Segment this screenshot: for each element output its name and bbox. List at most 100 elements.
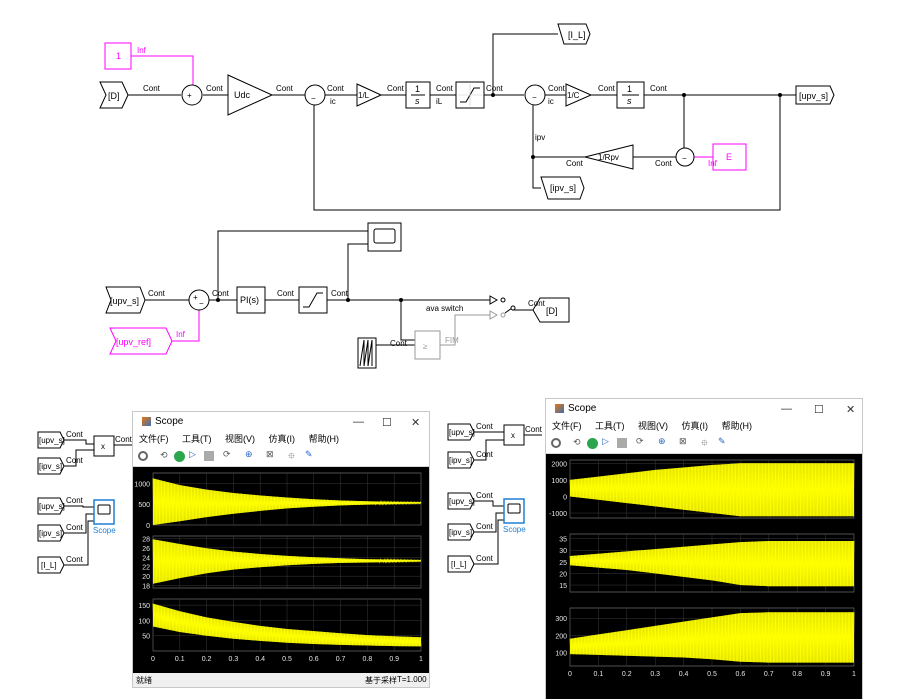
left-from-ipv-2[interactable]: [ipv_s] xyxy=(37,524,65,542)
settings-icon[interactable] xyxy=(138,451,148,461)
signal-label: Cont xyxy=(525,425,543,434)
x-tick-label: 0.1 xyxy=(594,671,604,678)
relational-operator[interactable]: ≥ xyxy=(414,330,441,360)
left-scope-titlebar[interactable]: Scope — ☐ ✕ xyxy=(133,412,429,432)
left-scope-toolbar: ⟲ ▷ ⟳ ⊕ ⊠ ⯐ ✎ xyxy=(133,448,429,467)
right-scope-block[interactable]: Scope xyxy=(503,498,526,534)
goto-block-D[interactable]: [D] xyxy=(532,297,570,323)
highlight-icon[interactable]: ⟳ xyxy=(223,449,231,459)
left-product[interactable]: x xyxy=(93,435,115,457)
left-scope-window[interactable]: Scope — ☐ ✕ 文件(F) 工具(T) 视图(V) 仿真(I) 帮助(H… xyxy=(132,411,430,688)
menu-file[interactable]: 文件(F) xyxy=(139,434,169,444)
close-icon[interactable]: ✕ xyxy=(411,417,421,429)
sum-block-3[interactable]: − xyxy=(524,84,546,106)
from-block-upv-ref[interactable]: [upv_ref] xyxy=(109,327,173,355)
repeating-sequence[interactable] xyxy=(357,337,377,369)
trigger-icon[interactable]: ⯐ xyxy=(701,438,708,448)
right-from-upv-2[interactable]: [upv_s] xyxy=(447,492,475,510)
switch-output[interactable]: ava switch xyxy=(426,295,516,320)
maximize-icon[interactable]: ☐ xyxy=(382,417,392,429)
menu-simulation[interactable]: 仿真(I) xyxy=(268,434,296,444)
maximize-icon[interactable]: ☐ xyxy=(814,404,824,416)
autoscale-icon[interactable]: ⊠ xyxy=(266,449,274,459)
menu-help[interactable]: 帮助(H) xyxy=(308,434,340,444)
signal-label: Cont xyxy=(115,435,133,444)
left-from-upv-2[interactable]: [upv_s] xyxy=(37,497,65,515)
saturation-1[interactable] xyxy=(455,81,485,109)
menu-view[interactable]: 视图(V) xyxy=(225,434,256,444)
gain-udc[interactable]: Udc xyxy=(227,74,274,116)
right-scope-menubar: 文件(F) 工具(T) 视图(V) 仿真(I) 帮助(H) xyxy=(546,419,862,435)
right-from-ipv-2[interactable]: [ipv_s] xyxy=(447,523,475,541)
highlight-icon[interactable]: ⟳ xyxy=(636,436,644,446)
right-from-upv[interactable]: [upv_s] xyxy=(447,423,475,441)
autoscale-icon[interactable]: ⊠ xyxy=(679,436,687,446)
left-scope-block[interactable]: Scope xyxy=(93,499,116,535)
scope-block-top[interactable] xyxy=(367,222,402,252)
settings-icon[interactable] xyxy=(551,438,561,448)
stop-icon[interactable] xyxy=(617,438,627,448)
sum-block-5[interactable]: + − xyxy=(188,289,210,311)
zoom-icon[interactable]: ⊕ xyxy=(658,436,666,446)
constant-1[interactable]: 1 xyxy=(104,42,132,70)
y-tick-label: 26 xyxy=(142,546,150,553)
sum-block-4[interactable]: − xyxy=(675,147,695,167)
zoom-icon[interactable]: ⊕ xyxy=(245,449,253,459)
constant-E[interactable]: E xyxy=(712,143,747,171)
integrator-2[interactable]: 1 s xyxy=(616,81,645,109)
run-icon[interactable] xyxy=(587,438,598,449)
stop-icon[interactable] xyxy=(204,451,214,461)
step-forward-icon[interactable]: ▷ xyxy=(602,436,609,446)
step-forward-icon[interactable]: ▷ xyxy=(189,449,196,459)
left-from-upv[interactable]: [upv_s] xyxy=(37,431,65,449)
saturation-2[interactable] xyxy=(298,286,328,314)
right-product[interactable]: x xyxy=(503,424,525,446)
right-from-upv-label: [upv_s] xyxy=(449,428,475,437)
close-icon[interactable]: ✕ xyxy=(846,404,856,416)
cursor-icon[interactable]: ✎ xyxy=(305,449,313,459)
gain-1-over-L[interactable]: 1/L xyxy=(356,83,383,107)
left-from-ipv[interactable]: [ipv_s] xyxy=(37,457,65,475)
gain-1-over-C[interactable]: 1/C xyxy=(565,83,593,107)
right-scope-titlebar[interactable]: Scope — ☐ ✕ xyxy=(546,399,862,419)
right-from-IL[interactable]: [I_L] xyxy=(447,555,475,573)
menu-tools[interactable]: 工具(T) xyxy=(595,421,625,431)
minimize-icon[interactable]: — xyxy=(781,403,792,415)
from-block-upv[interactable]: [upv_s] xyxy=(105,286,146,314)
trigger-icon[interactable]: ⯐ xyxy=(288,451,295,461)
status-time: T=1.000 xyxy=(397,675,427,684)
status-ready: 就绪 xyxy=(136,676,152,685)
menu-simulation[interactable]: 仿真(I) xyxy=(681,421,709,431)
cursor-icon[interactable]: ✎ xyxy=(718,436,726,446)
y-tick-label: 35 xyxy=(559,537,567,544)
run-icon[interactable] xyxy=(174,451,185,462)
goto-block-upv[interactable]: [upv_s] xyxy=(795,85,835,105)
right-scope-window[interactable]: Scope — ☐ ✕ 文件(F) 工具(T) 视图(V) 仿真(I) 帮助(H… xyxy=(545,398,863,699)
sum-block-1[interactable]: + xyxy=(181,84,203,106)
right-from-ipv[interactable]: [ipv_s] xyxy=(447,451,475,469)
integrator-1[interactable]: 1 s xyxy=(405,81,431,109)
minimize-icon[interactable]: — xyxy=(353,416,364,428)
menu-file[interactable]: 文件(F) xyxy=(552,421,582,431)
step-back-icon[interactable]: ⟲ xyxy=(573,437,581,447)
goto-block-IL[interactable]: [I_L] xyxy=(557,23,591,45)
signal-envelope xyxy=(570,463,854,517)
sum-block-2[interactable]: − xyxy=(304,84,326,106)
left-from-IL[interactable]: [I_L] xyxy=(37,556,65,574)
menu-view[interactable]: 视图(V) xyxy=(638,421,669,431)
menu-help[interactable]: 帮助(H) xyxy=(721,421,753,431)
goto-block-ipv[interactable]: [ipv_s] xyxy=(540,176,585,200)
step-back-icon[interactable]: ⟲ xyxy=(160,450,168,460)
pi-controller[interactable]: PI(s) xyxy=(236,286,266,314)
menu-tools[interactable]: 工具(T) xyxy=(182,434,212,444)
from-block-D[interactable]: [D] xyxy=(99,81,129,109)
gain-1-over-Rpv[interactable]: 1/Rpv xyxy=(584,144,634,170)
